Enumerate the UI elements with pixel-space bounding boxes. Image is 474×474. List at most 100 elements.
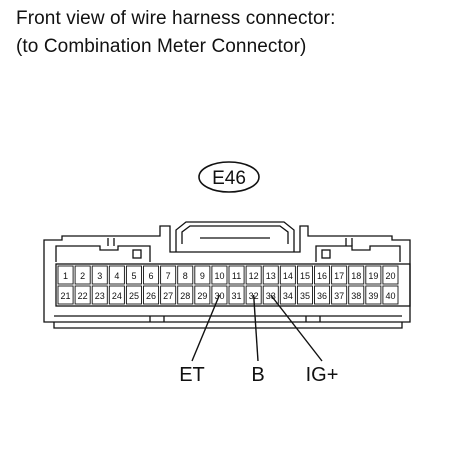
pin-number: 6 bbox=[149, 271, 154, 281]
pin-number: 17 bbox=[334, 271, 344, 281]
pin-cell-box bbox=[296, 265, 313, 285]
pin-number: 31 bbox=[232, 291, 242, 301]
pin-cell-box bbox=[365, 285, 382, 305]
pin-cell: 27 bbox=[160, 285, 177, 305]
pin-number: 12 bbox=[249, 271, 259, 281]
connector-id-badge: E46 bbox=[198, 161, 260, 193]
pin-cell-box bbox=[108, 265, 125, 285]
pin-cell-box bbox=[177, 265, 194, 285]
pin-cell-box bbox=[382, 265, 399, 285]
pin-cell: 17 bbox=[331, 265, 348, 285]
pin-cell: 25 bbox=[125, 285, 142, 305]
pin-number: 21 bbox=[61, 291, 71, 301]
pin-number: 5 bbox=[131, 271, 136, 281]
pin-number: 40 bbox=[385, 291, 395, 301]
pin-number: 8 bbox=[183, 271, 188, 281]
pin-cell-box bbox=[194, 265, 211, 285]
pin-number: 15 bbox=[300, 271, 310, 281]
pin-number: 28 bbox=[180, 291, 190, 301]
pin-number: 26 bbox=[146, 291, 156, 301]
pin-cell: 36 bbox=[314, 285, 331, 305]
terminal-label-et: ET bbox=[179, 364, 205, 386]
terminal-label-b: B bbox=[251, 364, 264, 386]
pin-cell-box bbox=[211, 285, 228, 305]
pin-cell: 14 bbox=[279, 265, 296, 285]
pin-number: 9 bbox=[200, 271, 205, 281]
pin-cell: 39 bbox=[365, 285, 382, 305]
pin-cell-box bbox=[331, 265, 348, 285]
pin-number: 24 bbox=[112, 291, 122, 301]
pin-cell: 12 bbox=[245, 265, 262, 285]
pin-number: 18 bbox=[351, 271, 361, 281]
pin-cell: 16 bbox=[314, 265, 331, 285]
pin-cell: 4 bbox=[108, 265, 125, 285]
pin-cell: 6 bbox=[143, 265, 160, 285]
pin-number: 7 bbox=[166, 271, 171, 281]
pin-cell-box bbox=[57, 285, 74, 305]
pin-number: 13 bbox=[266, 271, 276, 281]
pin-number: 1 bbox=[63, 271, 68, 281]
pin-cell-box bbox=[160, 265, 177, 285]
pin-cell: 21 bbox=[57, 285, 74, 305]
pin-row-bottom: 2122232425262728293031323334353637383940 bbox=[57, 285, 399, 305]
pin-cell-box bbox=[143, 285, 160, 305]
pin-cell-box bbox=[245, 265, 262, 285]
connector-housing bbox=[43, 221, 411, 329]
terminal-label-ig: IG+ bbox=[306, 364, 339, 386]
pin-number: 16 bbox=[317, 271, 327, 281]
pin-cell: 1 bbox=[57, 265, 74, 285]
terminal-leader-lines bbox=[191, 294, 323, 362]
pin-cell-box bbox=[177, 285, 194, 305]
pin-cell: 8 bbox=[177, 265, 194, 285]
pin-number: 23 bbox=[95, 291, 105, 301]
pin-number: 35 bbox=[300, 291, 310, 301]
pin-cell: 2 bbox=[74, 265, 91, 285]
pin-cell-box bbox=[108, 285, 125, 305]
pin-number: 37 bbox=[334, 291, 344, 301]
pin-number: 39 bbox=[368, 291, 378, 301]
pin-cell: 9 bbox=[194, 265, 211, 285]
pin-number: 25 bbox=[129, 291, 139, 301]
pin-cell: 19 bbox=[365, 265, 382, 285]
pin-cell: 24 bbox=[108, 285, 125, 305]
pin-cell: 11 bbox=[228, 265, 245, 285]
pin-cell: 15 bbox=[296, 265, 313, 285]
pin-cell-box bbox=[279, 265, 296, 285]
pin-cell-box bbox=[382, 285, 399, 305]
pin-cell-box bbox=[125, 265, 142, 285]
pin-cell: 10 bbox=[211, 265, 228, 285]
pin-cell-box bbox=[160, 285, 177, 305]
pin-cell-box bbox=[57, 265, 74, 285]
pin-cell-box bbox=[262, 285, 279, 305]
pin-cell: 20 bbox=[382, 265, 399, 285]
pin-number: 27 bbox=[163, 291, 173, 301]
pin-cell: 40 bbox=[382, 285, 399, 305]
pin-cell-box bbox=[296, 285, 313, 305]
pin-number: 11 bbox=[232, 271, 241, 281]
pin-cell-box bbox=[279, 285, 296, 305]
pin-number: 19 bbox=[368, 271, 378, 281]
pin-number: 2 bbox=[80, 271, 85, 281]
pin-number: 38 bbox=[351, 291, 361, 301]
pin-cell: 31 bbox=[228, 285, 245, 305]
pin-cell-box bbox=[314, 285, 331, 305]
pin-cell: 5 bbox=[125, 265, 142, 285]
leader-line-et bbox=[191, 294, 221, 362]
pin-number: 36 bbox=[317, 291, 327, 301]
pin-number: 4 bbox=[114, 271, 119, 281]
pin-cell-box bbox=[348, 265, 365, 285]
pin-cell-box bbox=[194, 285, 211, 305]
pin-number: 29 bbox=[197, 291, 207, 301]
pin-cell: 13 bbox=[262, 265, 279, 285]
pin-cell: 29 bbox=[194, 285, 211, 305]
pin-number: 22 bbox=[78, 291, 88, 301]
leader-line-b bbox=[252, 294, 259, 362]
pin-cell: 37 bbox=[331, 285, 348, 305]
terminal-labels: ET B IG+ bbox=[179, 364, 338, 386]
pin-cell-box bbox=[91, 265, 108, 285]
pin-cell: 28 bbox=[177, 285, 194, 305]
pin-cell-box bbox=[262, 265, 279, 285]
pin-cell: 26 bbox=[143, 285, 160, 305]
pin-cell: 34 bbox=[279, 285, 296, 305]
